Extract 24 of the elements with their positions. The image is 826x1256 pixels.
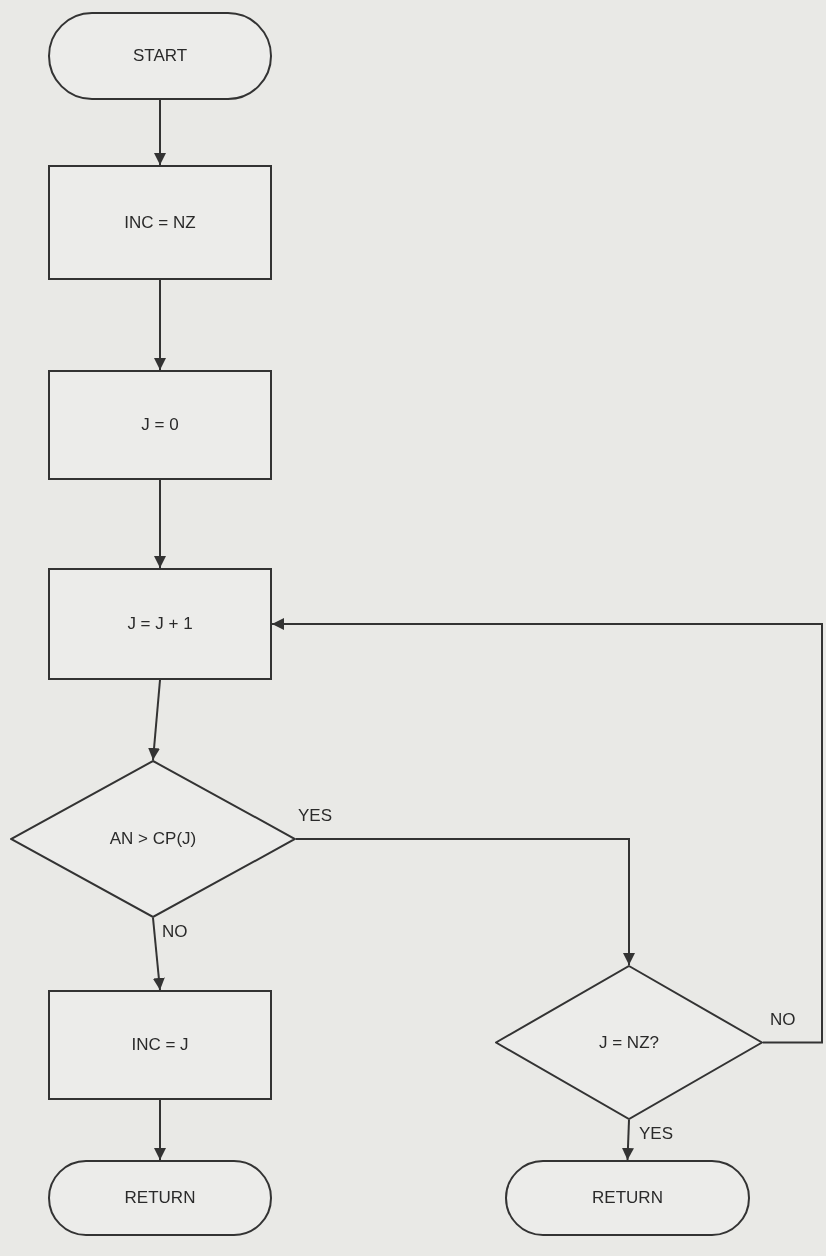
arrow [152,917,165,991]
arrow [621,1119,634,1161]
node-label: INC = NZ [124,212,196,233]
node-label: RETURN [592,1188,663,1208]
process-box [48,370,272,480]
arrow [154,99,166,166]
decision-diamond [495,965,763,1120]
arrow [154,479,166,569]
node-label: J = NZ? [599,1032,659,1053]
decision-diamond [10,760,296,918]
arrow [154,1099,166,1161]
process-box [48,165,272,280]
arrow [154,279,166,371]
node-label: J = 0 [141,415,179,435]
node-label: START [132,46,188,66]
process-box [48,990,272,1100]
node-label: AN > CP(J) [109,829,197,849]
arrow [271,618,823,1044]
process-box [48,568,272,680]
node-label: INC = J [131,1035,189,1055]
node-label: J = J + 1 [127,614,193,634]
arrow [295,838,635,966]
node-label: RETURN [124,1188,196,1208]
arrow [148,679,161,761]
